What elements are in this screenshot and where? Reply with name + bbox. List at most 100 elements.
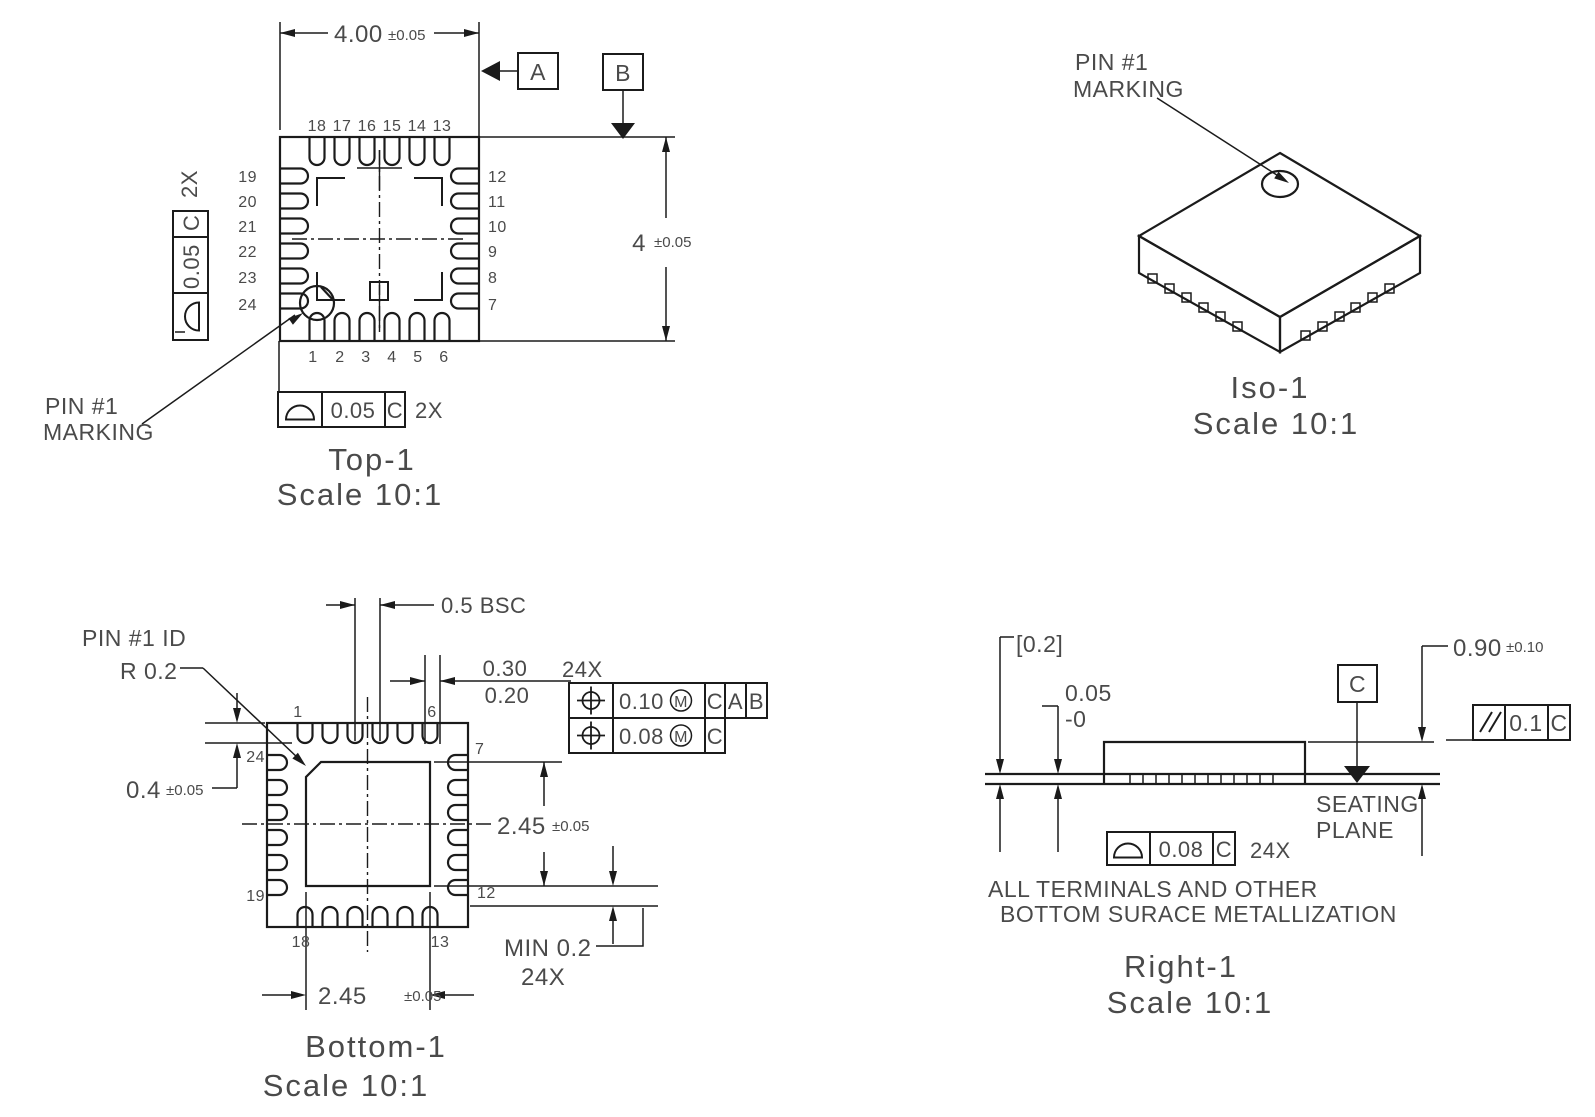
fcf-parallelism-datum: C [1550, 710, 1567, 736]
dim-pad-vertical: 2.45 ±0.05 [434, 761, 658, 887]
dim-height-tol: ±0.10 [1506, 639, 1543, 656]
package-body [1102, 740, 1307, 784]
dim-standoff: 0.05 -0 [1042, 680, 1111, 852]
dim-lead-width: 0.30 0.20 24X [390, 655, 603, 744]
fcf-parallelism-tolerance: 0.1 [1509, 710, 1542, 736]
dim-lead-width-qty: 24X [562, 657, 603, 682]
dim-pitch-value: 0.5 BSC [441, 593, 526, 618]
fcf1-datum-3: B [749, 689, 764, 714]
profile-of-surface-icon [184, 301, 200, 332]
pin1-note-line1: PIN #1 [1075, 49, 1148, 75]
top-view: PIN #1 MARKING 4.00 ±0.05 A B [43, 21, 691, 512]
pin1-note-line1: PIN #1 [45, 393, 118, 419]
fcf-position-row1: 0.10 M C A B [568, 682, 768, 719]
dim-pad-v-value: 2.45 [497, 813, 546, 840]
terminal-squares [1129, 773, 1274, 785]
dim-lead-length-tol: ±0.05 [166, 782, 203, 799]
note-line2: BOTTOM SURACE METALLIZATION [1000, 901, 1397, 927]
pin-number: 22 [238, 244, 257, 261]
material-modifier-circle [669, 724, 693, 747]
pin-number: 5 [413, 349, 422, 366]
fcf-bottom-datum: C [387, 398, 403, 423]
pin1-note-line2: MARKING [1073, 76, 1184, 102]
fcf1-datum-1: C [707, 689, 723, 714]
datum-b-triangle [611, 123, 635, 139]
iso-left-face [1137, 234, 1282, 354]
dim-width: 4.00 ±0.05 [279, 21, 480, 137]
pin-number: 1 [293, 704, 302, 721]
pin-number: 21 [238, 219, 257, 236]
pin-number: 18 [308, 118, 327, 135]
dim-standoff-line2: -0 [1065, 706, 1086, 732]
position-icon [576, 720, 606, 751]
iso-pin1-marking-circle [1260, 169, 1300, 199]
pin1-note-line2: MARKING [43, 419, 154, 445]
material-modifier: M [674, 729, 688, 746]
view-title: Iso-1 [1231, 370, 1310, 405]
fcf-side-datum: C [179, 215, 204, 231]
pin-number: 4 [387, 349, 396, 366]
profile-of-surface-icon [1113, 842, 1143, 859]
iso-right-face [1278, 234, 1422, 354]
position-icon [576, 685, 606, 716]
seating-plane-label1: SEATING [1316, 791, 1419, 817]
fcf2-datum: C [707, 724, 723, 749]
dim-lead-length: 0.4 ±0.05 [126, 693, 292, 804]
pin1-marking-circle [298, 284, 336, 322]
view-title: Bottom-1 [305, 1029, 447, 1064]
pin-number: 12 [488, 169, 507, 186]
pin-number: 14 [408, 118, 427, 135]
dim-pad-h-tol: ±0.05 [404, 988, 441, 1005]
dim-pitch: 0.5 BSC [326, 593, 526, 741]
note-line1: ALL TERMINALS AND OTHER [988, 876, 1318, 902]
pin-number: 18 [292, 934, 311, 951]
view-scale: Scale 10:1 [1193, 406, 1360, 441]
fcf-bottom-profile: 0.05 C 2X [277, 341, 442, 428]
pins-right-col [446, 753, 470, 897]
pin-number: 24 [238, 297, 257, 314]
view-title: Top-1 [328, 442, 416, 477]
dim-lead-width-lower: 0.20 [485, 683, 530, 708]
bottom-view: 0.5 BSC 0.30 0.20 24X 0.10 M C A [82, 593, 768, 1103]
material-modifier: M [674, 694, 688, 711]
dim-clearance-line2: 24X [521, 964, 565, 991]
iso-pin1-leader [1156, 97, 1292, 187]
pin-number: 19 [238, 169, 257, 186]
view-title: Right-1 [1124, 949, 1238, 984]
pin-number: 19 [246, 888, 265, 905]
fcf-profile-tolerance: 0.08 [1159, 837, 1204, 862]
exposed-pad-brackets [316, 177, 443, 301]
pin-number: 9 [488, 244, 497, 261]
dim-clearance-line1: MIN 0.2 [504, 935, 592, 962]
iso-view: PIN #1 MARKING Iso-1 Scale 10:1 [1073, 49, 1423, 441]
pin-number: 6 [439, 349, 448, 366]
datum-a: A [481, 52, 559, 90]
dim-pad-horizontal: 2.45 ±0.05 [262, 892, 474, 1010]
fcf2-tolerance: 0.08 [619, 724, 664, 749]
fcf-profile-datum: C [1216, 837, 1232, 862]
pin-number: 6 [427, 704, 436, 721]
fcf1-datum-2: A [728, 689, 743, 714]
pin-number: 20 [238, 194, 257, 211]
pin-number: 17 [333, 118, 352, 135]
view-scale: Scale 10:1 [263, 1068, 430, 1103]
datum-c-triangle [1344, 766, 1370, 783]
fcf-side-profile: 0.05 C 2X [172, 170, 209, 341]
datum-a-triangle [481, 61, 500, 81]
dim-height: 0.90 ±0.10 [1308, 635, 1543, 856]
fcf-profile: 0.08 C 24X [1106, 831, 1290, 866]
fcf1-tolerance: 0.10 [619, 689, 664, 714]
seating-plane-label2: PLANE [1316, 817, 1394, 843]
pin1-id-leader [180, 667, 309, 769]
pad-feature-square [369, 281, 389, 301]
material-modifier-circle [669, 689, 693, 712]
profile-of-surface-icon [285, 404, 315, 421]
pin-number: 2 [335, 349, 344, 366]
parallelism-icon [1479, 711, 1502, 733]
fcf-position-row2: 0.08 M C [568, 717, 726, 754]
pin-number: 7 [488, 297, 497, 314]
dim-height-tol: ±0.05 [654, 234, 691, 251]
view-scale: Scale 10:1 [1107, 985, 1274, 1020]
